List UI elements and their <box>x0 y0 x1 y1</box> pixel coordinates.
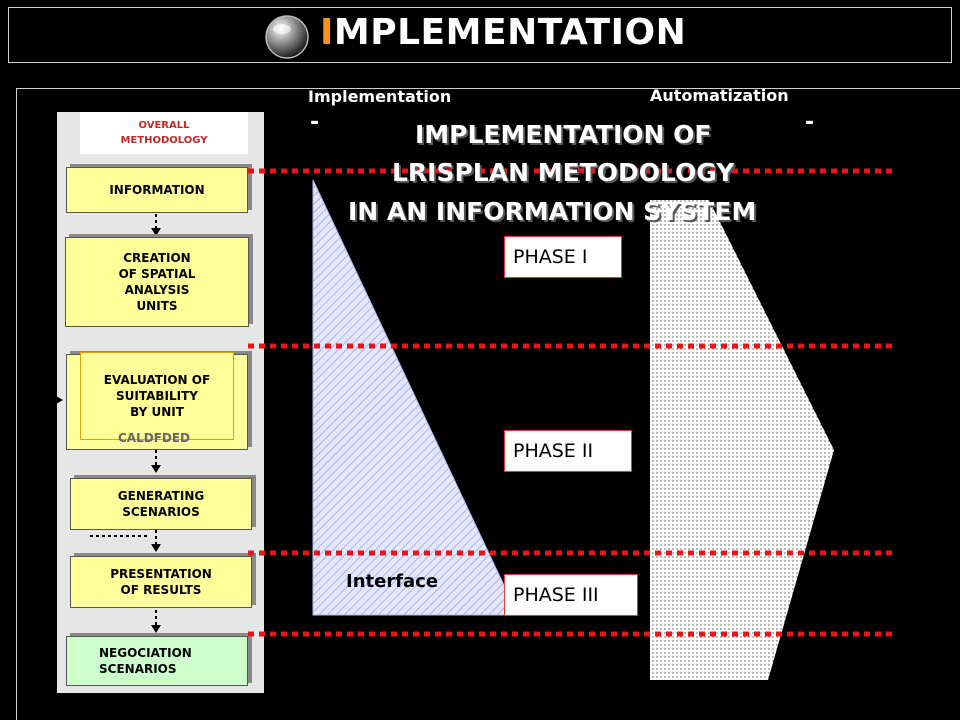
step-label: NEGOCIATION SCENARIOS <box>99 645 192 676</box>
step-label: EVALUATION OF SUITABILITY BY UNIT <box>103 372 211 420</box>
step-label: INFORMATION <box>109 182 205 197</box>
globe-icon <box>265 15 309 59</box>
phase-1-label: PHASE I <box>504 236 622 278</box>
heading-line-1: IMPLEMENTATION OF <box>415 120 712 149</box>
step-scenarios: GENERATING SCENARIOS <box>70 478 252 530</box>
title-rest: MPLEMENTATION <box>333 12 687 53</box>
automatization-shape <box>650 200 834 680</box>
methodology-header: OVERALL METHODOLOGY <box>80 112 248 154</box>
step-label: CREATION OF SPATIAL ANALYSIS UNITS <box>118 250 196 314</box>
title-initial: I <box>320 12 334 53</box>
hidden-text-fragment: CALDFDED <box>118 432 191 442</box>
interface-label: Interface <box>346 571 439 592</box>
step-spatial-units: CREATION OF SPATIAL ANALYSIS UNITS <box>65 237 249 327</box>
implementation-label: Implementation <box>308 87 452 106</box>
automatization-label: Automatization <box>650 86 789 105</box>
methodology-header-label: OVERALL METHODOLOGY <box>120 120 208 146</box>
step-results: PRESENTATION OF RESULTS <box>70 556 252 608</box>
step-suitability: EVALUATION OF SUITABILITY BY UNIT <box>80 352 234 440</box>
automatization-dash: - <box>805 110 815 135</box>
step-label: GENERATING SCENARIOS <box>117 488 205 519</box>
step-negociation: NEGOCIATION SCENARIOS <box>66 636 248 686</box>
title-bar <box>8 7 952 63</box>
page-title: IMPLEMENTATION <box>320 12 686 53</box>
phase-2-label: PHASE II <box>504 430 632 472</box>
content-frame <box>16 88 960 720</box>
implementation-wedge <box>312 179 519 616</box>
step-information: INFORMATION <box>66 167 248 213</box>
implementation-dash: - <box>310 110 320 135</box>
heading-line-2: LRISPLAN METODOLOGY <box>392 158 735 187</box>
phase-3-label: PHASE III <box>504 574 638 616</box>
step-label: PRESENTATION OF RESULTS <box>110 566 212 597</box>
heading-line-3: IN AN INFORMATION SYSTEM <box>348 197 757 226</box>
